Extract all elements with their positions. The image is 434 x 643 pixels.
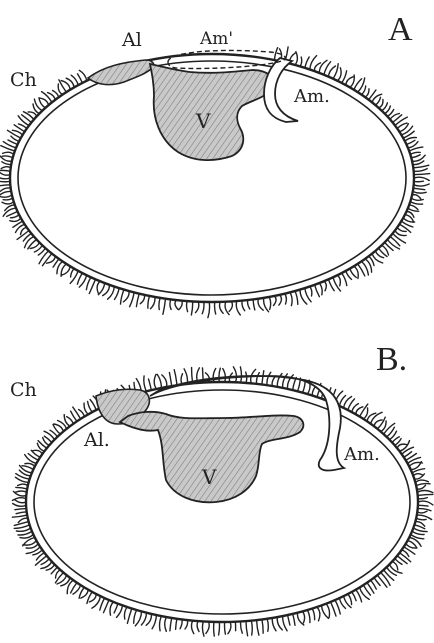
label-allantois-a: Al (121, 29, 142, 51)
panel-a: Ch Al Am' Am. V A (0, 11, 430, 318)
label-amnion-fold-a: Am' (199, 29, 233, 49)
panel-b: Ch Al. Am. V B. (10, 341, 433, 636)
label-yolk-sac-a: V (195, 109, 211, 133)
label-yolk-sac-b: V (201, 465, 217, 489)
label-allantois-b: Al. (83, 429, 110, 451)
label-chorion-b: Ch (10, 379, 37, 401)
label-chorion-a: Ch (10, 69, 37, 91)
panel-label-b: B. (376, 341, 407, 378)
label-amnion-b: Am. (343, 444, 380, 465)
panel-label-a: A (388, 11, 413, 48)
label-amnion-a: Am. (293, 86, 330, 107)
